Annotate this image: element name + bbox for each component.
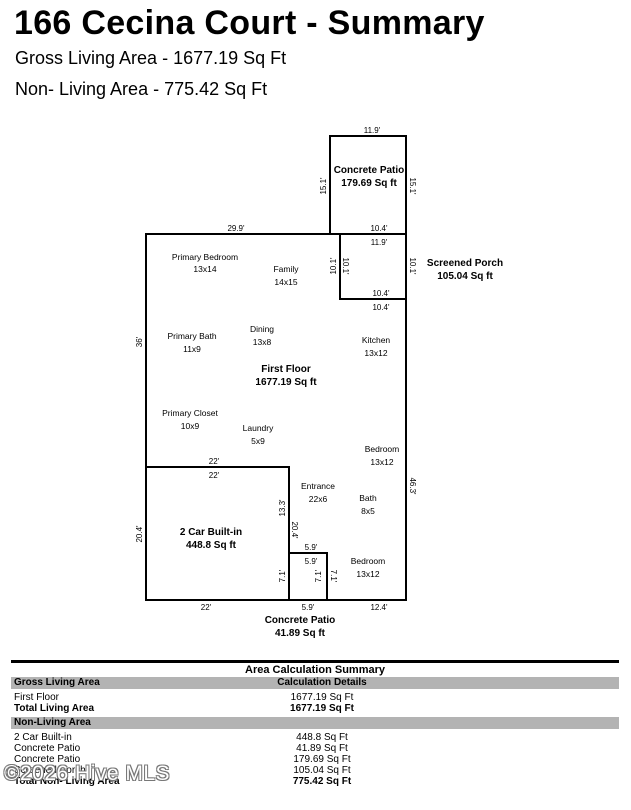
dimension-label: 15.1'	[319, 177, 328, 195]
row-label: Screened Porch	[14, 765, 86, 776]
room-name: Bedroom	[365, 444, 400, 454]
room-name: Dining	[250, 324, 274, 334]
dimension-label: 10.4'	[370, 224, 388, 233]
dimension-label: 12.4'	[370, 603, 388, 612]
summary-total-row: Total Non- Living Area 775.42 Sq Ft	[11, 776, 619, 787]
room-size: 5x9	[251, 436, 265, 446]
area-value: 105.04 Sq ft	[437, 271, 493, 282]
room-name: Bath	[359, 493, 377, 503]
non-header-label: Non-Living Area	[14, 717, 91, 728]
gross-living-area-line: Gross Living Area - 1677.19 Sq Ft	[15, 48, 287, 68]
non-living-area-line: Non- Living Area - 775.42 Sq Ft	[15, 79, 268, 99]
details-header-label: Calculation Details	[277, 677, 367, 688]
area-name: First Floor	[261, 364, 311, 375]
room-name: Primary Bedroom	[172, 252, 238, 262]
mls-watermark: ©2026 Hive MLS	[4, 762, 171, 785]
room-size: 22x6	[309, 494, 328, 504]
dimension-label: 10.1'	[341, 257, 350, 275]
area-value: 1677.19 Sq ft	[255, 377, 317, 388]
non-living-header: Non-Living Area	[11, 717, 619, 729]
room-name: Bedroom	[351, 556, 386, 566]
room-size: 14x15	[274, 277, 297, 287]
dimension-label: 5.9'	[305, 543, 318, 552]
room-labels: Primary Bedroom 13x14 Family 14x15 Prima…	[162, 252, 399, 579]
gross-living-header: Gross Living Area Calculation Details	[11, 677, 619, 689]
row-value: 179.69 Sq Ft	[293, 754, 351, 765]
summary-total-row: Total Living Area 1677.19 Sq Ft	[11, 703, 619, 714]
summary-row: Screened Porch 105.04 Sq Ft	[11, 765, 619, 776]
row-label: Concrete Patio	[14, 743, 81, 754]
dimension-label: 15.1'	[408, 177, 417, 195]
summary-row: Concrete Patio 41.89 Sq Ft	[11, 743, 619, 754]
room-name: Primary Closet	[162, 408, 218, 418]
room-name: Entrance	[301, 481, 335, 491]
room-name: Laundry	[243, 423, 274, 433]
row-label: Total Non- Living Area	[14, 776, 120, 787]
summary-row: Concrete Patio 179.69 Sq Ft	[11, 754, 619, 765]
summary-top-rule	[11, 660, 619, 663]
summary-row: First Floor 1677.19 Sq Ft	[11, 692, 619, 703]
summary-row: 2 Car Built-in 448.8 Sq Ft	[11, 732, 619, 743]
room-name: Family	[273, 264, 299, 274]
dimension-label: 10.1'	[329, 257, 338, 275]
row-label: Total Living Area	[14, 703, 95, 714]
area-value: 179.69 Sq ft	[341, 178, 397, 189]
screened-porch-outline	[339, 233, 407, 300]
room-size: 13x8	[253, 337, 272, 347]
row-label: 2 Car Built-in	[14, 732, 72, 743]
dimension-label: 11.9'	[371, 238, 388, 247]
room-size: 8x5	[361, 506, 375, 516]
dimension-label: 10.4'	[372, 303, 390, 312]
dimension-label: 10.4'	[372, 289, 390, 298]
entry-notch-outline	[288, 552, 328, 601]
row-value: 448.8 Sq Ft	[296, 732, 348, 743]
garage-outline	[145, 466, 290, 601]
dimension-label: 22'	[201, 603, 212, 612]
area-value: 41.89 Sq ft	[275, 628, 326, 639]
dimension-label: 7.1'	[278, 569, 287, 582]
row-label: First Floor	[14, 692, 59, 703]
area-labels: First Floor 1677.19 Sq ft 2 Car Built-in…	[180, 165, 503, 639]
room-size: 13x14	[193, 264, 216, 274]
row-value: 1677.19 Sq Ft	[290, 703, 354, 714]
dimension-label: 22'	[209, 471, 220, 480]
dimension-label: 46.3'	[408, 477, 417, 495]
area-name: Concrete Patio	[265, 615, 336, 626]
dimension-label: 11.9'	[364, 126, 381, 135]
dimension-label: 7.1'	[314, 569, 323, 582]
row-value: 775.42 Sq Ft	[292, 776, 352, 787]
dimension-label: 13.3'	[278, 499, 287, 517]
area-calculation-summary: Area Calculation Summary Gross Living Ar…	[11, 660, 619, 787]
row-value: 41.89 Sq Ft	[296, 743, 348, 754]
dimension-label: 22'	[209, 457, 220, 466]
gross-header-label: Gross Living Area	[14, 677, 100, 688]
row-value: 105.04 Sq Ft	[293, 765, 351, 776]
dimension-label: 7.1'	[329, 570, 338, 583]
room-size: 13x12	[364, 348, 387, 358]
row-value: 1677.19 Sq Ft	[290, 692, 354, 703]
area-name: Concrete Patio	[334, 165, 405, 176]
summary-caption: Area Calculation Summary	[245, 664, 385, 676]
room-size: 13x12	[370, 457, 393, 467]
area-value: 448.8 Sq ft	[186, 540, 237, 551]
dimension-label: 5.9'	[302, 603, 315, 612]
room-size: 10x9	[181, 421, 200, 431]
floor-plan: Primary Bedroom 13x14 Family 14x15 Prima…	[135, 126, 503, 639]
row-label: Concrete Patio	[14, 754, 81, 765]
room-name: Kitchen	[362, 335, 391, 345]
room-size: 13x12	[356, 569, 379, 579]
room-name: Primary Bath	[167, 331, 216, 341]
dimension-label: 20.4'	[135, 525, 144, 543]
page-title: 166 Cecina Court - Summary	[14, 4, 485, 42]
room-size: 11x9	[183, 344, 201, 354]
dimension-label: 5.9'	[305, 557, 318, 566]
area-name: 2 Car Built-in	[180, 527, 242, 538]
dimension-label: 20.4'	[290, 521, 299, 539]
dimension-labels: 11.9' 15.1' 15.1' 10.4' 29.9' 11.9' 10.1…	[135, 126, 417, 612]
dimension-label: 29.9'	[227, 224, 245, 233]
dimension-label: 36'	[135, 336, 144, 347]
dimension-label: 10.1'	[408, 257, 417, 275]
area-name: Screened Porch	[427, 258, 503, 269]
